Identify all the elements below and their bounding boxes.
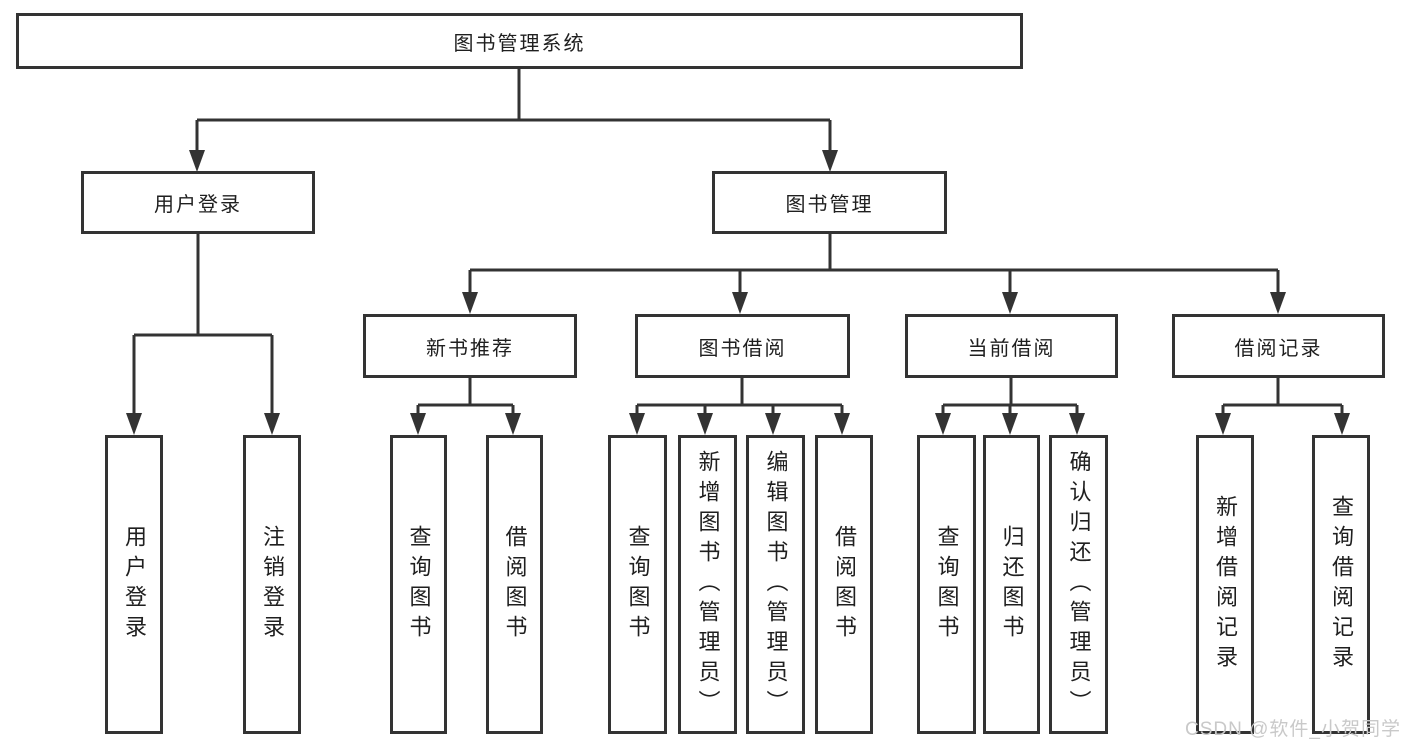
- leaf-query-borrow-record: 查询借阅记录: [1312, 435, 1370, 734]
- node-current-borrowing: 当前借阅: [905, 314, 1118, 378]
- node-book-borrowing: 图书借阅: [635, 314, 850, 378]
- leaf-borrow-books-recommend: 借阅图书: [486, 435, 543, 734]
- leaf-add-borrow-record: 新增借阅记录: [1196, 435, 1254, 734]
- leaf-query-books-borrowing: 查询图书: [608, 435, 667, 734]
- leaf-logout: 注销登录: [243, 435, 301, 734]
- csdn-watermark: CSDN @软件_小贺同学: [1185, 719, 1401, 740]
- leaf-add-book-admin: 新增图书（管理员）: [678, 435, 737, 734]
- node-user-login-branch: 用户登录: [81, 171, 315, 234]
- node-root-system: 图书管理系统: [16, 13, 1023, 69]
- leaf-query-books-current: 查询图书: [917, 435, 976, 734]
- leaf-query-books-recommend: 查询图书: [390, 435, 447, 734]
- leaf-edit-book-admin: 编辑图书（管理员）: [746, 435, 805, 734]
- node-borrowing-records: 借阅记录: [1172, 314, 1385, 378]
- leaf-confirm-return-admin: 确认归还（管理员）: [1049, 435, 1108, 734]
- leaf-borrow-books: 借阅图书: [815, 435, 873, 734]
- leaf-return-books: 归还图书: [983, 435, 1040, 734]
- leaf-user-login: 用户登录: [105, 435, 163, 734]
- node-new-book-recommendation: 新书推荐: [363, 314, 577, 378]
- node-book-management-branch: 图书管理: [712, 171, 947, 234]
